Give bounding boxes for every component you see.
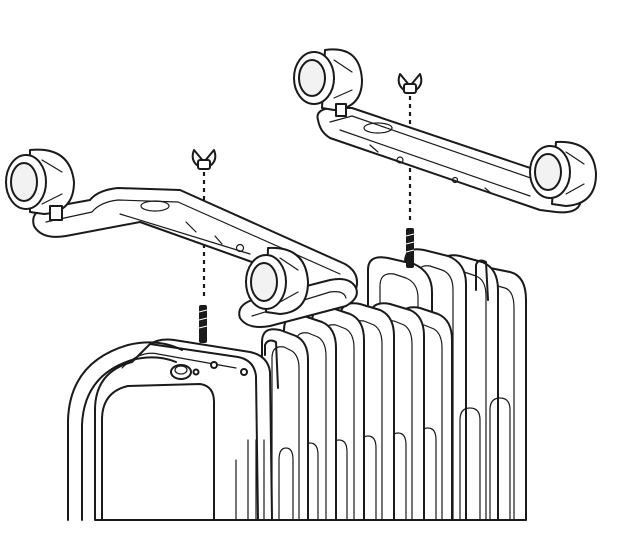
radiator-body (67, 248, 527, 521)
wing-nut-front (191, 149, 217, 170)
threaded-stud-rear (405, 228, 415, 268)
control-housing (94, 338, 273, 521)
carry-handle (67, 341, 192, 521)
castor-bracket-rear (293, 48, 597, 214)
rear-frame-rail (264, 259, 489, 389)
threaded-stud-front (198, 305, 208, 343)
castor-wheel-front-right (245, 246, 309, 315)
castor-wheel-front-left (5, 148, 75, 221)
castor-bracket-front (5, 148, 358, 328)
castor-wheel-rear-right (529, 140, 597, 207)
radiator-fin-front-6 (261, 328, 309, 521)
wing-nut-rear (397, 73, 423, 94)
castor-wheel-rear-left (293, 48, 363, 117)
